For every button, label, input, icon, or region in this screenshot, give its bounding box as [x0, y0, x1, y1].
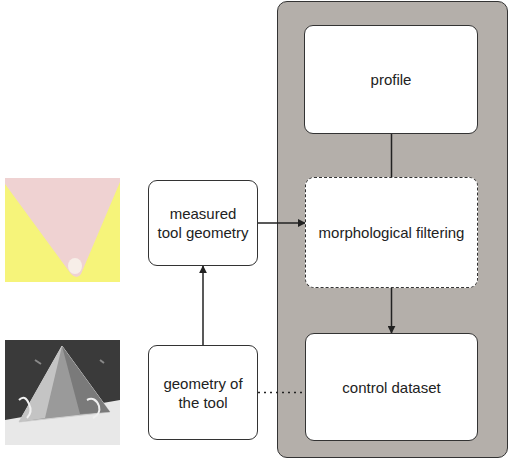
- tool-micrograph: [5, 340, 120, 445]
- process-box: control dataset: [305, 333, 478, 441]
- box-label: profile: [371, 70, 412, 89]
- connector: [258, 222, 305, 224]
- process-box: profile: [304, 25, 478, 134]
- box-label: control dataset: [342, 378, 440, 397]
- measured-tool-image: [5, 178, 120, 282]
- process-box: measured tool geometry: [148, 180, 258, 266]
- connector: [391, 288, 393, 333]
- process-box: geometry of the tool: [148, 345, 258, 440]
- box-label: morphological filtering: [319, 223, 465, 242]
- dotted-connector: [258, 392, 305, 394]
- connector: [391, 134, 393, 177]
- box-label: geometry of the tool: [157, 374, 249, 412]
- connector: [202, 266, 204, 345]
- box-label: measured tool geometry: [157, 204, 249, 242]
- optional-process-box: morphological filtering: [305, 177, 478, 288]
